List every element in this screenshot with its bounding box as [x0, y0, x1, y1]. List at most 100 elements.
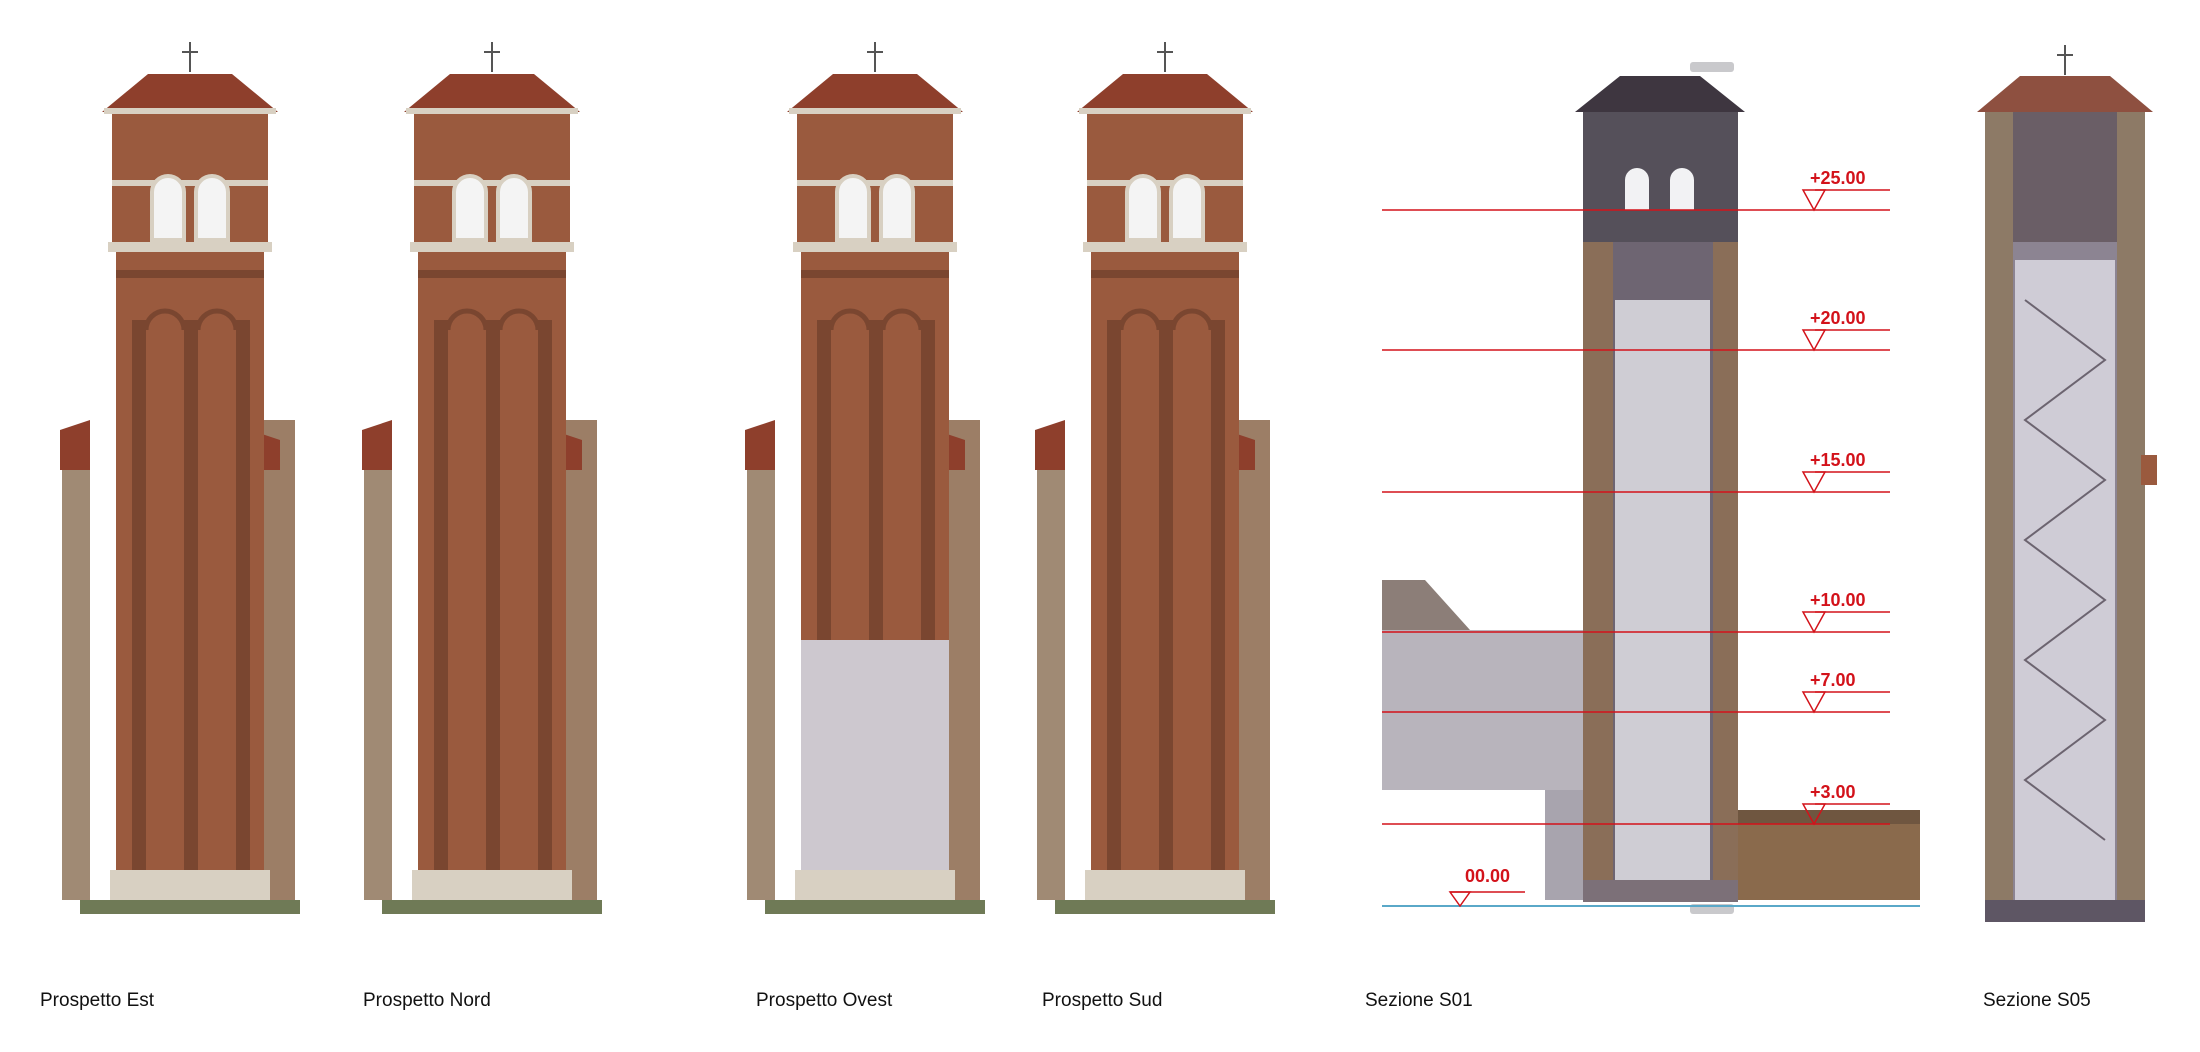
ground-vegetation [765, 900, 985, 914]
level-marker [1801, 189, 1827, 212]
panel-prospetto-sud [1035, 0, 1295, 1052]
side-roof-left [362, 420, 392, 470]
tower-belfry-openings [1625, 168, 1694, 210]
belfry-cornice [410, 242, 574, 252]
panel-prospetto-ovest [745, 0, 1005, 1052]
pilaster-left [132, 320, 146, 880]
belfry-string-course [1087, 180, 1243, 186]
tower-wall-right [1713, 242, 1738, 902]
belfry-openings [452, 174, 532, 242]
level-marker [1801, 803, 1827, 826]
roof-cornice [1079, 108, 1251, 114]
pilaster-left [434, 320, 448, 880]
scan-marker-top [1690, 62, 1734, 72]
caption-sezione-s05: Sezione S05 [1983, 990, 2091, 1011]
panel-prospetto-est [60, 0, 320, 1052]
ground-wall-right [1735, 810, 1920, 900]
belfry-string-course [797, 180, 953, 186]
side-building-left [62, 470, 90, 900]
tower-roof [1575, 76, 1745, 112]
tower-base [412, 870, 572, 900]
level-label: +3.00 [1810, 782, 1856, 802]
level-label: +10.00 [1810, 590, 1866, 610]
tower-elevation-ovest [745, 42, 985, 914]
shaft-frieze [801, 270, 949, 278]
level-lines [1382, 189, 1890, 826]
pilaster-center [1159, 320, 1173, 880]
tower-roof [102, 74, 278, 112]
tower-belfry [1583, 112, 1738, 242]
section-s05-drawing [1977, 45, 2157, 922]
stair-lines [2023, 299, 2107, 841]
belfry-string-course [112, 180, 268, 186]
roof-cornice [104, 108, 276, 114]
tower-roof [1977, 76, 2153, 112]
tower-base [795, 870, 955, 900]
tower-shaft-light [1615, 300, 1710, 880]
pilaster-left [1107, 320, 1121, 880]
tower-roof [404, 74, 580, 112]
belfry-openings [835, 174, 915, 242]
caption-sezione-s01: Sezione S01 [1365, 990, 1473, 1011]
shaft-frieze [1091, 270, 1239, 278]
side-roof [2141, 455, 2157, 485]
nave-roof [1382, 580, 1470, 630]
panel-sezione-s05 [1965, 0, 2175, 1052]
pilaster-right [538, 320, 552, 880]
side-building-left [364, 470, 392, 900]
tower-drawing [745, 42, 985, 914]
caption-prospetto-sud: Prospetto Sud [1042, 990, 1163, 1011]
level-label: +25.00 [1810, 168, 1866, 188]
tower-roof [1077, 74, 1253, 112]
tower-wall-left [1985, 112, 2013, 922]
ground-vegetation [80, 900, 300, 914]
belfry-cornice [793, 242, 957, 252]
tower-roof [787, 74, 963, 112]
level-marker [1801, 329, 1827, 352]
level-label: +20.00 [1810, 308, 1866, 328]
shaft-arches [445, 308, 541, 331]
tower-base [1583, 880, 1738, 902]
ground-level-marker [1448, 891, 1472, 908]
belfry-cornice [1083, 242, 1247, 252]
belfry-openings [1125, 174, 1205, 242]
roof-cornice [789, 108, 961, 114]
panel-prospetto-nord [362, 0, 622, 1052]
belfry-openings [150, 174, 230, 242]
pilaster-right [236, 320, 250, 880]
side-building-left [747, 470, 775, 900]
section-s01-drawing [1382, 62, 1920, 914]
pilaster-center [486, 320, 500, 880]
ground-vegetation [1055, 900, 1275, 914]
tower-drawing [60, 42, 300, 914]
level-marker [1801, 611, 1827, 634]
side-building-left [1037, 470, 1065, 900]
side-roof-left [60, 420, 90, 470]
tower-wall-left [1583, 242, 1613, 902]
ground-wall-right-top [1735, 810, 1920, 824]
roof-cornice [406, 108, 578, 114]
panel-sezione-s01: 00.00 +25.00+20.00+15.00+10.00+7.00+3.00 [1325, 0, 1925, 1052]
pilaster-center [184, 320, 198, 880]
pilaster-right [1211, 320, 1225, 880]
tower-shaft-light [2015, 260, 2115, 900]
shaft-arches [828, 308, 924, 331]
shaft-arches [143, 308, 239, 331]
tower-drawing [362, 42, 602, 914]
side-roof-left [1035, 420, 1065, 470]
tower-base [110, 870, 270, 900]
ground-vegetation [382, 900, 602, 914]
tower-elevation-est [60, 42, 300, 914]
tower-base [1085, 870, 1245, 900]
tower-elevation-nord [362, 42, 602, 914]
caption-prospetto-est: Prospetto Est [40, 990, 155, 1011]
shaft-frieze [116, 270, 264, 278]
tower-elevation-sud [1035, 42, 1275, 914]
level-marker [1801, 471, 1827, 494]
shaft-frieze [418, 270, 566, 278]
tower-drawing [1035, 42, 1275, 914]
level-label: +7.00 [1810, 670, 1856, 690]
belfry-cornice [108, 242, 272, 252]
caption-prospetto-ovest: Prospetto Ovest [756, 990, 893, 1011]
side-roof-left [745, 420, 775, 470]
